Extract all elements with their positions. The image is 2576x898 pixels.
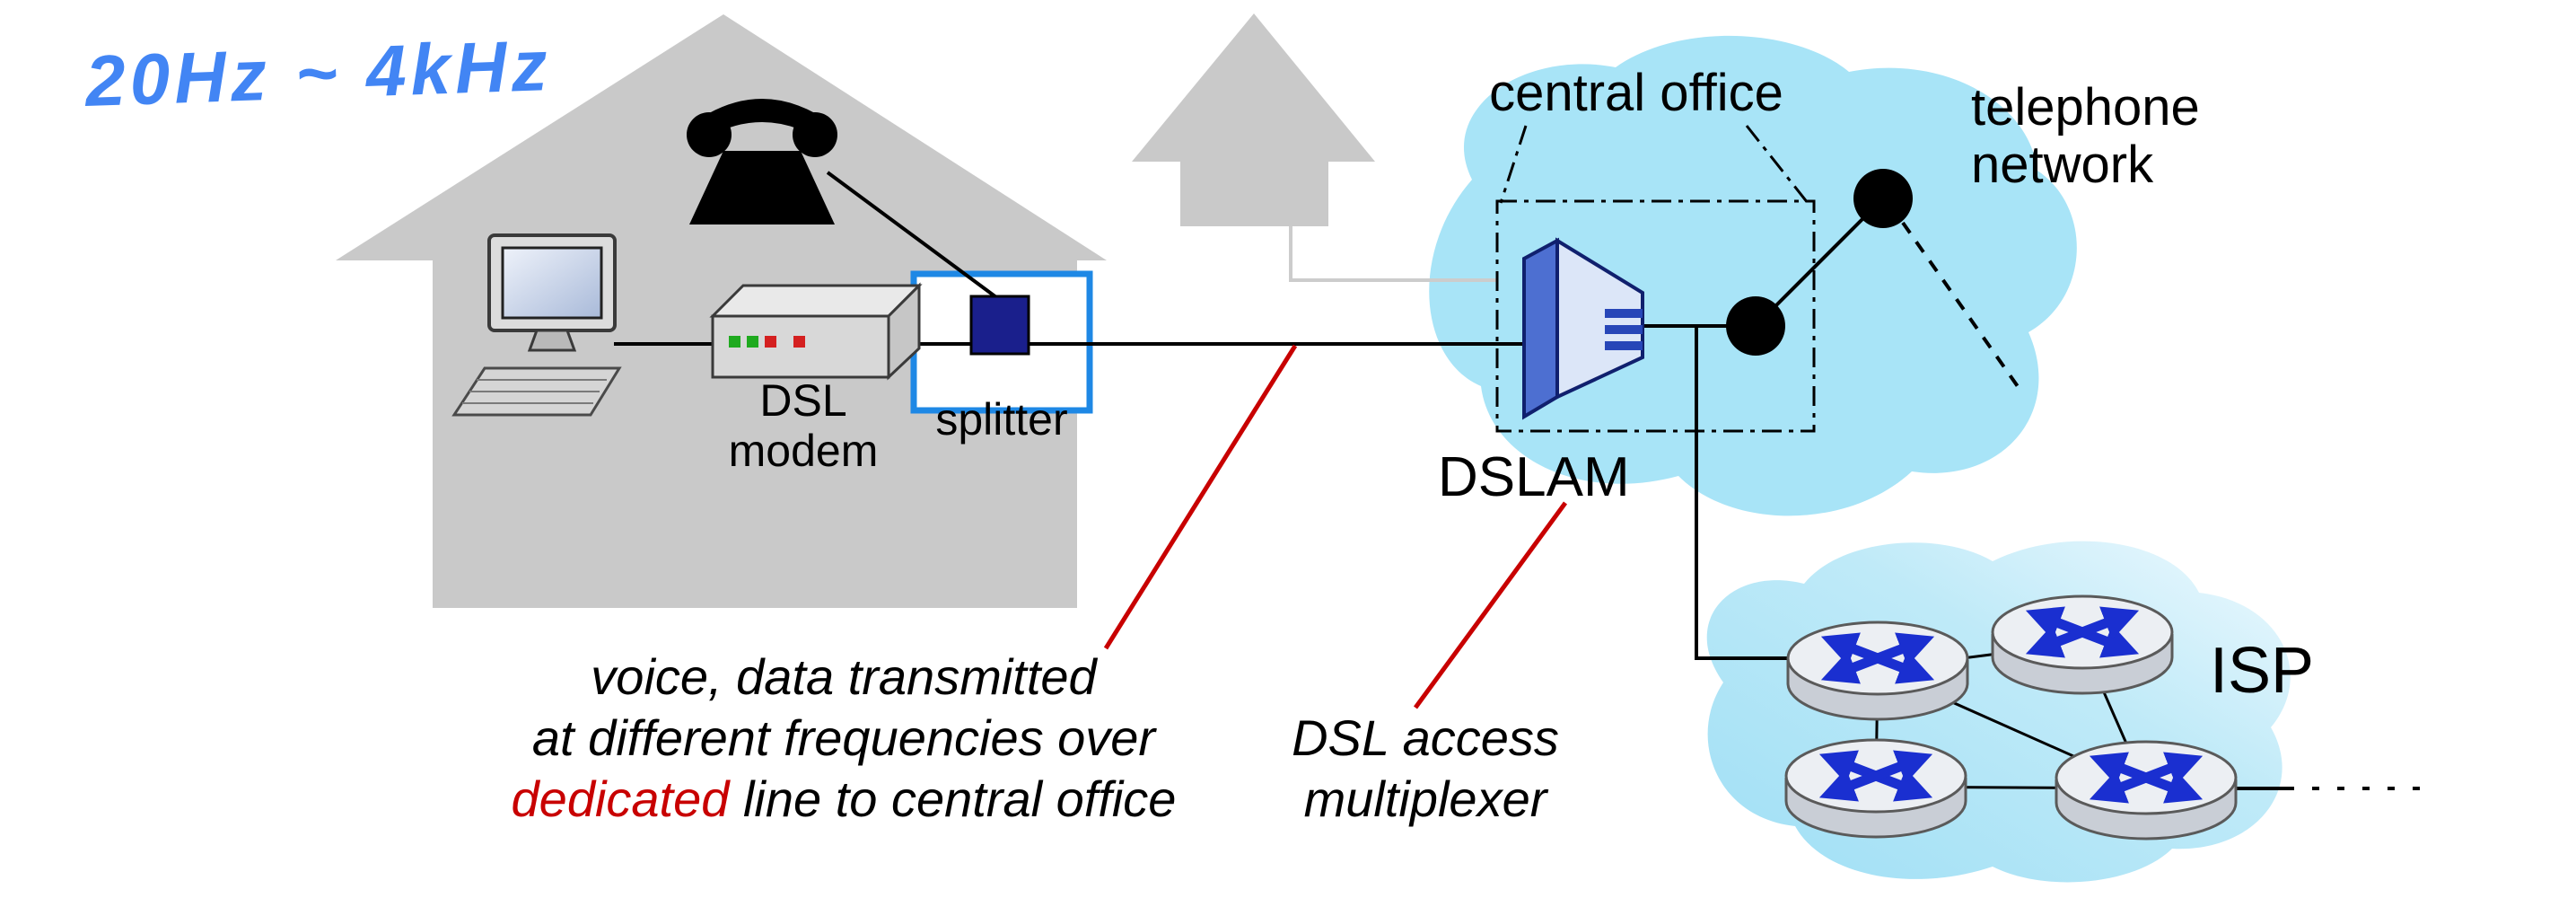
voice-data-annotation: voice, data transmitted at different fre…	[462, 647, 1225, 830]
dsl-access-annotation: DSL access multiplexer	[1219, 708, 1632, 830]
voice-annotation-line3-rest: line to central office	[742, 770, 1177, 827]
desktop-computer-icon	[451, 233, 622, 417]
dsl-access-line1: DSL access	[1292, 709, 1559, 766]
central-office-callout	[1495, 125, 1816, 433]
splitter-chip	[969, 295, 1030, 356]
dsl-modem-box-icon	[709, 282, 923, 381]
voice-annotation-line2: at different frequencies over	[531, 709, 1156, 766]
telephone-network-node-dot	[1726, 296, 1785, 356]
central-office-label: central office	[1489, 64, 1783, 122]
handwritten-frequency-note: 20Hz ~ 4kHz	[83, 24, 554, 122]
voice-annotation-line1: voice, data transmitted	[591, 648, 1097, 705]
dslam-label: DSLAM	[1438, 446, 1630, 508]
isp-label: ISP	[2210, 635, 2315, 707]
telephone-network-node-dot	[1853, 169, 1913, 228]
router-icon	[1788, 622, 1967, 719]
splitter-label: splitter	[935, 394, 1068, 445]
router-icon	[1786, 740, 1966, 837]
dslam-multiplexer-icon	[1522, 237, 1644, 420]
dashed-lines	[1901, 221, 2423, 790]
up-arrow-silhouette	[1132, 13, 1375, 226]
second-home-line	[1289, 226, 1497, 282]
telephone-icon	[687, 99, 837, 224]
router-icon	[1993, 596, 2172, 693]
voice-annotation-line3: dedicated line to central office	[462, 769, 1225, 830]
router-icon	[2056, 742, 2236, 839]
telephone-network-label: telephone network	[1971, 78, 2200, 194]
dedicated-word: dedicated	[511, 770, 730, 827]
red-pointer-lines	[1103, 344, 1568, 709]
central-office-cloud	[1429, 35, 2077, 516]
dsl-modem-label: DSL modem	[728, 375, 879, 476]
dsl-access-line2: multiplexer	[1303, 770, 1547, 827]
